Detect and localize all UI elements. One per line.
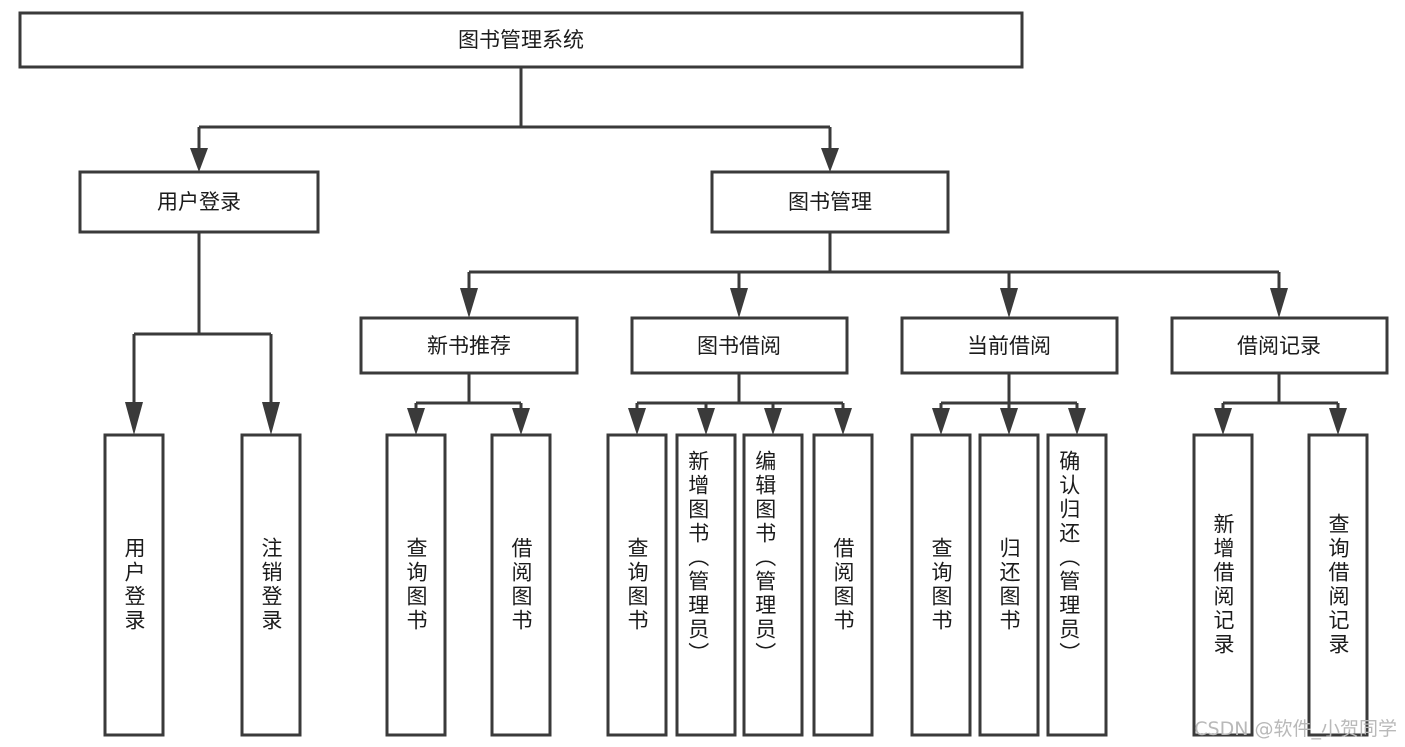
node-root-system[interactable]: 图书管理系统	[18, 11, 1024, 69]
node-leaf-borrow-book-1[interactable]: 借阅图书	[490, 433, 552, 737]
node-leaf-add-record[interactable]: 新增借阅记录	[1192, 433, 1254, 737]
arrow-to-leaf-add-record	[1214, 408, 1232, 435]
connector-group-root	[190, 67, 839, 172]
connector-group-book-manage	[460, 232, 1288, 318]
node-leaf-edit-book[interactable]: 编辑图书（管理员）	[742, 433, 804, 737]
node-new-book-recommend-label: 新书推荐	[427, 334, 511, 358]
node-leaf-query-book-2[interactable]: 查询图书	[606, 433, 668, 737]
node-leaf-query-book-3-label: 查询图书	[929, 537, 953, 633]
node-new-book-recommend-box[interactable]	[359, 316, 579, 375]
node-leaf-edit-book-label: 编辑图书（管理员）	[753, 450, 777, 666]
arrow-to-leaf-borrow-book-2	[834, 408, 852, 435]
node-leaf-confirm-return-box[interactable]	[1046, 433, 1108, 737]
node-leaf-query-book-3-box[interactable]	[910, 433, 972, 737]
node-leaf-query-book-1[interactable]: 查询图书	[385, 433, 447, 737]
arrow-to-book-borrow	[730, 288, 748, 318]
node-leaf-user-logout[interactable]: 注销登录	[240, 433, 302, 737]
node-borrow-record-label: 借阅记录	[1237, 334, 1321, 358]
node-leaf-borrow-book-2-box[interactable]	[812, 433, 874, 737]
node-leaf-query-record[interactable]: 查询借阅记录	[1307, 433, 1369, 737]
node-leaf-user-logout-label: 注销登录	[259, 537, 283, 633]
node-leaf-user-logout-box[interactable]	[240, 433, 302, 737]
node-root-system-box[interactable]	[18, 11, 1024, 69]
connector-group-borrow-record	[1214, 373, 1347, 435]
node-book-manage-label: 图书管理	[788, 190, 872, 214]
arrow-to-leaf-user-login	[125, 402, 143, 435]
arrow-to-leaf-query-book-1	[407, 408, 425, 435]
connector-group-current-borrow	[932, 373, 1086, 435]
node-user-login-box[interactable]	[78, 170, 320, 234]
node-leaf-query-book-1-box[interactable]	[385, 433, 447, 737]
node-leaf-borrow-book-2-label: 借阅图书	[831, 537, 855, 633]
node-leaf-return-book-box[interactable]	[978, 433, 1040, 737]
node-book-manage-box[interactable]	[710, 170, 950, 234]
node-leaf-query-book-2-box[interactable]	[606, 433, 668, 737]
connector-group-new-book-recommend	[407, 373, 530, 435]
connector-group-book-borrow	[628, 373, 852, 435]
node-leaf-confirm-return[interactable]: 确认归还（管理员）	[1046, 433, 1108, 737]
node-leaf-query-record-box[interactable]	[1307, 433, 1369, 737]
node-user-login[interactable]: 用户登录	[78, 170, 320, 234]
node-current-borrow[interactable]: 当前借阅	[900, 316, 1119, 375]
arrow-to-leaf-borrow-book-1	[512, 408, 530, 435]
node-current-borrow-label: 当前借阅	[967, 334, 1051, 358]
node-leaf-confirm-return-label: 确认归还（管理员）	[1057, 450, 1081, 666]
node-leaf-borrow-book-2[interactable]: 借阅图书	[812, 433, 874, 737]
arrow-to-leaf-user-logout	[262, 402, 280, 435]
node-leaf-add-book-label: 新增图书（管理员）	[686, 450, 710, 666]
csdn-watermark: CSDN @软件_小贺同学	[1194, 718, 1397, 740]
node-leaf-user-login[interactable]: 用户登录	[103, 433, 165, 737]
node-root-system-label: 图书管理系统	[458, 28, 584, 52]
node-borrow-record-box[interactable]	[1170, 316, 1389, 375]
arrow-to-leaf-query-book-2	[628, 408, 646, 435]
node-current-borrow-box[interactable]	[900, 316, 1119, 375]
node-leaf-borrow-book-1-label: 借阅图书	[509, 537, 533, 633]
arrow-to-user-login	[190, 148, 208, 172]
node-book-borrow-label: 图书借阅	[697, 334, 781, 358]
node-leaf-add-record-box[interactable]	[1192, 433, 1254, 737]
node-book-manage[interactable]: 图书管理	[710, 170, 950, 234]
node-leaf-return-book-label: 归还图书	[997, 537, 1021, 633]
arrow-to-current-borrow	[1000, 288, 1018, 318]
arrow-to-leaf-edit-book	[764, 408, 782, 435]
arrow-to-new-book-recommend	[460, 288, 478, 318]
node-leaf-query-book-1-label: 查询图书	[404, 537, 428, 633]
arrow-to-leaf-query-record	[1329, 408, 1347, 435]
arrow-to-borrow-record	[1270, 288, 1288, 318]
connector-group-user-login	[125, 232, 280, 435]
arrow-to-book-manage	[821, 148, 839, 172]
node-leaf-return-book[interactable]: 归还图书	[978, 433, 1040, 737]
arrow-to-leaf-return-book	[1000, 408, 1018, 435]
node-leaf-borrow-book-1-box[interactable]	[490, 433, 552, 737]
node-leaf-user-login-label: 用户登录	[122, 537, 146, 633]
arrow-to-leaf-confirm-return	[1068, 408, 1086, 435]
node-leaf-edit-book-box[interactable]	[742, 433, 804, 737]
node-leaf-query-book-2-label: 查询图书	[625, 537, 649, 633]
node-leaf-user-login-box[interactable]	[103, 433, 165, 737]
node-leaf-query-record-label: 查询借阅记录	[1326, 513, 1350, 657]
node-user-login-label: 用户登录	[157, 190, 241, 214]
arrow-to-leaf-query-book-3	[932, 408, 950, 435]
node-leaf-add-record-label: 新增借阅记录	[1211, 513, 1235, 657]
node-borrow-record[interactable]: 借阅记录	[1170, 316, 1389, 375]
node-new-book-recommend[interactable]: 新书推荐	[359, 316, 579, 375]
node-leaf-add-book-box[interactable]	[675, 433, 737, 737]
arrow-to-leaf-add-book	[697, 408, 715, 435]
node-book-borrow-box[interactable]	[630, 316, 849, 375]
node-book-borrow[interactable]: 图书借阅	[630, 316, 849, 375]
node-leaf-query-book-3[interactable]: 查询图书	[910, 433, 972, 737]
node-leaf-add-book[interactable]: 新增图书（管理员）	[675, 433, 737, 737]
